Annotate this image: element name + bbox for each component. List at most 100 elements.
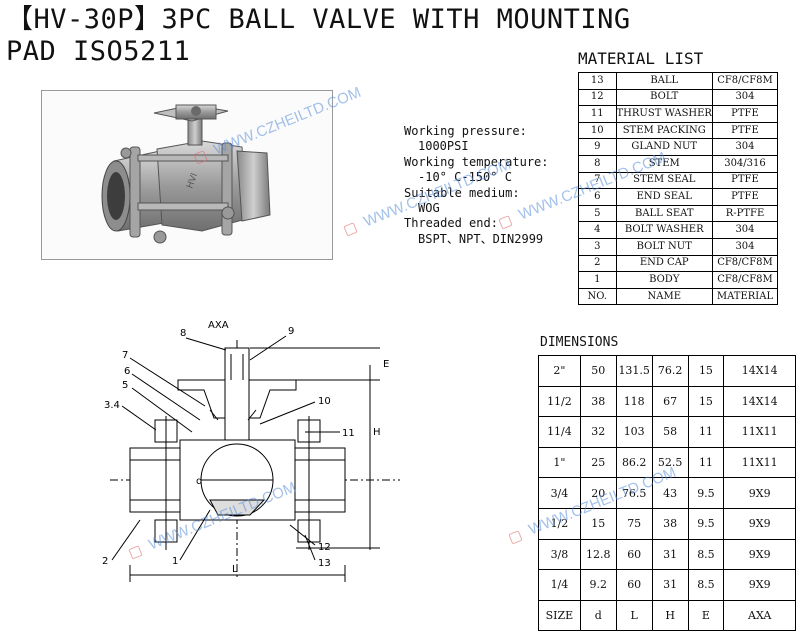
working-pressure-value: 1000PSI: [418, 139, 469, 154]
watermark-logo-icon: [343, 221, 358, 237]
dimension-cell: 118: [615, 385, 653, 418]
dimension-cell: 103: [615, 416, 653, 448]
drawing-callout: 2: [102, 556, 108, 567]
material-cell: BALL: [615, 72, 713, 90]
dimension-cell: 31: [651, 569, 689, 601]
dimension-cell: 11: [687, 446, 725, 479]
dimension-cell: 131.5: [615, 355, 653, 387]
material-cell: 304: [711, 138, 779, 156]
working-temperature-value: -10° C-150° C: [418, 170, 512, 185]
material-cell: 5: [578, 204, 617, 223]
material-cell: 12: [578, 88, 617, 107]
material-cell: BOLT WASHER: [615, 221, 713, 239]
dimension-cell: 11: [687, 416, 725, 448]
drawing-callout: 6: [124, 366, 130, 377]
dimension-cell: 76.2: [651, 355, 689, 387]
material-cell: CF8/CF8M: [711, 72, 779, 90]
dimension-cell: 60: [615, 569, 653, 601]
dimension-cell: 31: [651, 538, 689, 571]
material-cell: NAME: [615, 287, 713, 306]
title-line-2: PAD ISO5211: [6, 36, 191, 67]
dimension-cell: 15: [687, 355, 725, 387]
suitable-medium-value: WOG: [418, 201, 440, 216]
material-cell: 304: [711, 221, 779, 239]
dimension-cell: 86.2: [615, 446, 653, 479]
suitable-medium-label: Suitable medium:: [404, 185, 520, 200]
dimension-cell: 8.5: [687, 569, 725, 601]
material-cell: CF8/CF8M: [711, 254, 779, 273]
valve-photo-illustration: HVI: [101, 104, 271, 244]
material-cell: PTFE: [711, 105, 779, 123]
material-cell: 304: [711, 88, 779, 107]
dimension-cell: 9X9: [723, 569, 796, 601]
material-cell: 10: [578, 121, 617, 140]
material-cell: 11: [578, 105, 617, 123]
dimension-cell: 1": [538, 446, 581, 479]
dimension-cell: 15: [579, 507, 617, 540]
dimensions-title: DIMENSIONS: [540, 335, 619, 350]
dimension-cell: 11/2: [538, 385, 581, 418]
dimension-cell: 1/4: [538, 569, 581, 601]
dimension-cell: 25: [579, 446, 617, 479]
document-title: 【HV-30P】3PC BALL VALVE WITH MOUNTING PAD…: [6, 4, 631, 68]
dimension-cell: 3/8: [538, 538, 581, 571]
dimension-cell: 3/4: [538, 477, 581, 509]
dimension-cell: 43: [651, 477, 689, 509]
dimension-cell: 32: [579, 416, 617, 448]
material-cell: PTFE: [711, 171, 779, 190]
material-cell: END CAP: [615, 254, 713, 273]
material-cell: BOLT: [615, 88, 713, 107]
dimension-cell: 9X9: [723, 538, 796, 571]
drawing-callout: 1: [172, 556, 178, 567]
drawing-callout: 5: [122, 380, 128, 391]
material-cell: GLAND NUT: [615, 138, 713, 156]
dimension-cell: 38: [579, 385, 617, 418]
dimension-cell: 15: [687, 385, 725, 418]
material-cell: BALL SEAT: [615, 204, 713, 223]
dimension-cell: 67: [651, 385, 689, 418]
drawing-callout: 9: [288, 326, 294, 337]
material-cell: 3: [578, 237, 617, 256]
material-cell: STEM PACKING: [615, 121, 713, 140]
material-cell: 1: [578, 271, 617, 289]
dimension-cell: L: [615, 599, 653, 631]
material-cell: END SEAL: [615, 188, 713, 206]
material-cell: 304: [711, 237, 779, 256]
material-cell: R-PTFE: [711, 204, 779, 223]
dimension-cell: SIZE: [538, 599, 581, 631]
dimension-cell: 11X11: [723, 446, 796, 479]
dimension-cell: 9.2: [579, 569, 617, 601]
title-line-1: 【HV-30P】3PC BALL VALVE WITH MOUNTING: [6, 4, 631, 35]
material-cell: 13: [578, 72, 617, 90]
working-pressure-label: Working pressure:: [404, 124, 527, 138]
dimension-cell: 76.5: [615, 477, 653, 509]
dimension-cell: 11/4: [538, 416, 581, 448]
product-photo: HVI: [41, 90, 333, 260]
dimension-cell: 52.5: [651, 446, 689, 479]
drawing-callout: 13: [318, 558, 331, 569]
material-cell: THRUST WASHER: [615, 105, 713, 123]
material-cell: BOLT NUT: [615, 237, 713, 256]
drawing-callout: AXA: [208, 320, 229, 331]
spec-list: Working pressure: 1000PSI Working temper…: [404, 124, 549, 247]
dimension-cell: 14X14: [723, 355, 796, 387]
